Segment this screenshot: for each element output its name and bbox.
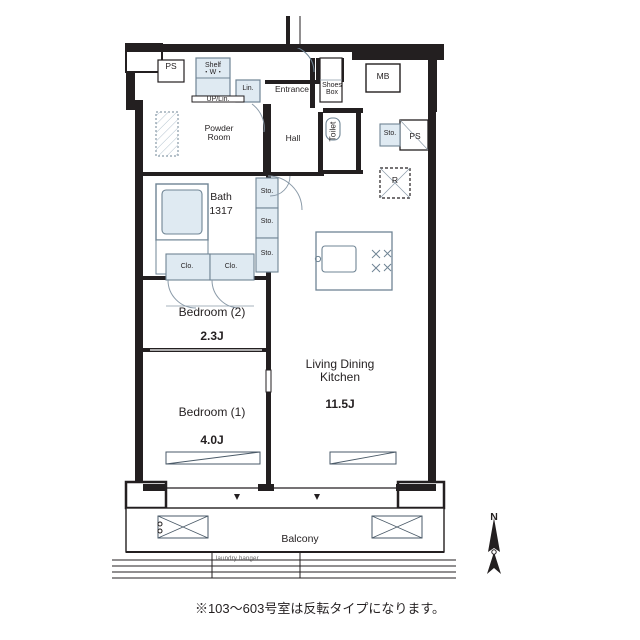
label-ps-right: PS xyxy=(409,131,421,141)
label-mb: MB xyxy=(376,71,390,81)
label-balcony: Balcony xyxy=(281,533,319,545)
label-sto-1: Sto. xyxy=(260,188,274,195)
label-shoes-box: Shoes Box xyxy=(322,82,342,97)
fixtures xyxy=(155,103,401,500)
label-lin: Lin. xyxy=(242,85,254,92)
compass xyxy=(487,518,501,574)
label-bedroom-1-area: 4.0J xyxy=(200,433,224,447)
label-ps-top: PS xyxy=(165,61,177,71)
label-compass-north: N xyxy=(490,511,498,523)
label-toilet: Toilet xyxy=(327,121,338,142)
label-shelf-w: Shelf ・W・ xyxy=(202,62,224,77)
label-ldk-area: 11.5J xyxy=(325,397,355,411)
label-bedroom-1: Bedroom (1) xyxy=(178,405,246,419)
label-ldk: Living Dining Kitchen xyxy=(305,357,375,384)
label-sto-2: Sto. xyxy=(260,218,274,225)
label-clo-1: Clo. xyxy=(180,263,194,270)
label-sto-3: Sto. xyxy=(260,250,274,257)
footnote: ※103～603号室は反転タイプになります。 xyxy=(194,601,446,616)
label-powder-room: Powder Room xyxy=(204,123,234,142)
label-bath: Bath xyxy=(210,191,232,203)
balcony-area xyxy=(112,507,456,579)
label-bedroom-2-area: 2.3J xyxy=(200,329,224,343)
label-r-box: R xyxy=(391,175,399,185)
label-sto-toilet: Sto. xyxy=(383,130,397,137)
label-clo-2: Clo. xyxy=(224,263,238,270)
interior-walls xyxy=(143,16,429,486)
label-bedroom-2: Bedroom (2) xyxy=(178,305,246,319)
label-hall: Hall xyxy=(285,133,301,143)
label-laundry-hanger: laundry hanger xyxy=(216,556,259,562)
label-bath-size: 1317 xyxy=(209,205,233,217)
label-entrance: Entrance xyxy=(274,84,310,94)
label-up-lin: UP/Lin. xyxy=(206,96,230,103)
